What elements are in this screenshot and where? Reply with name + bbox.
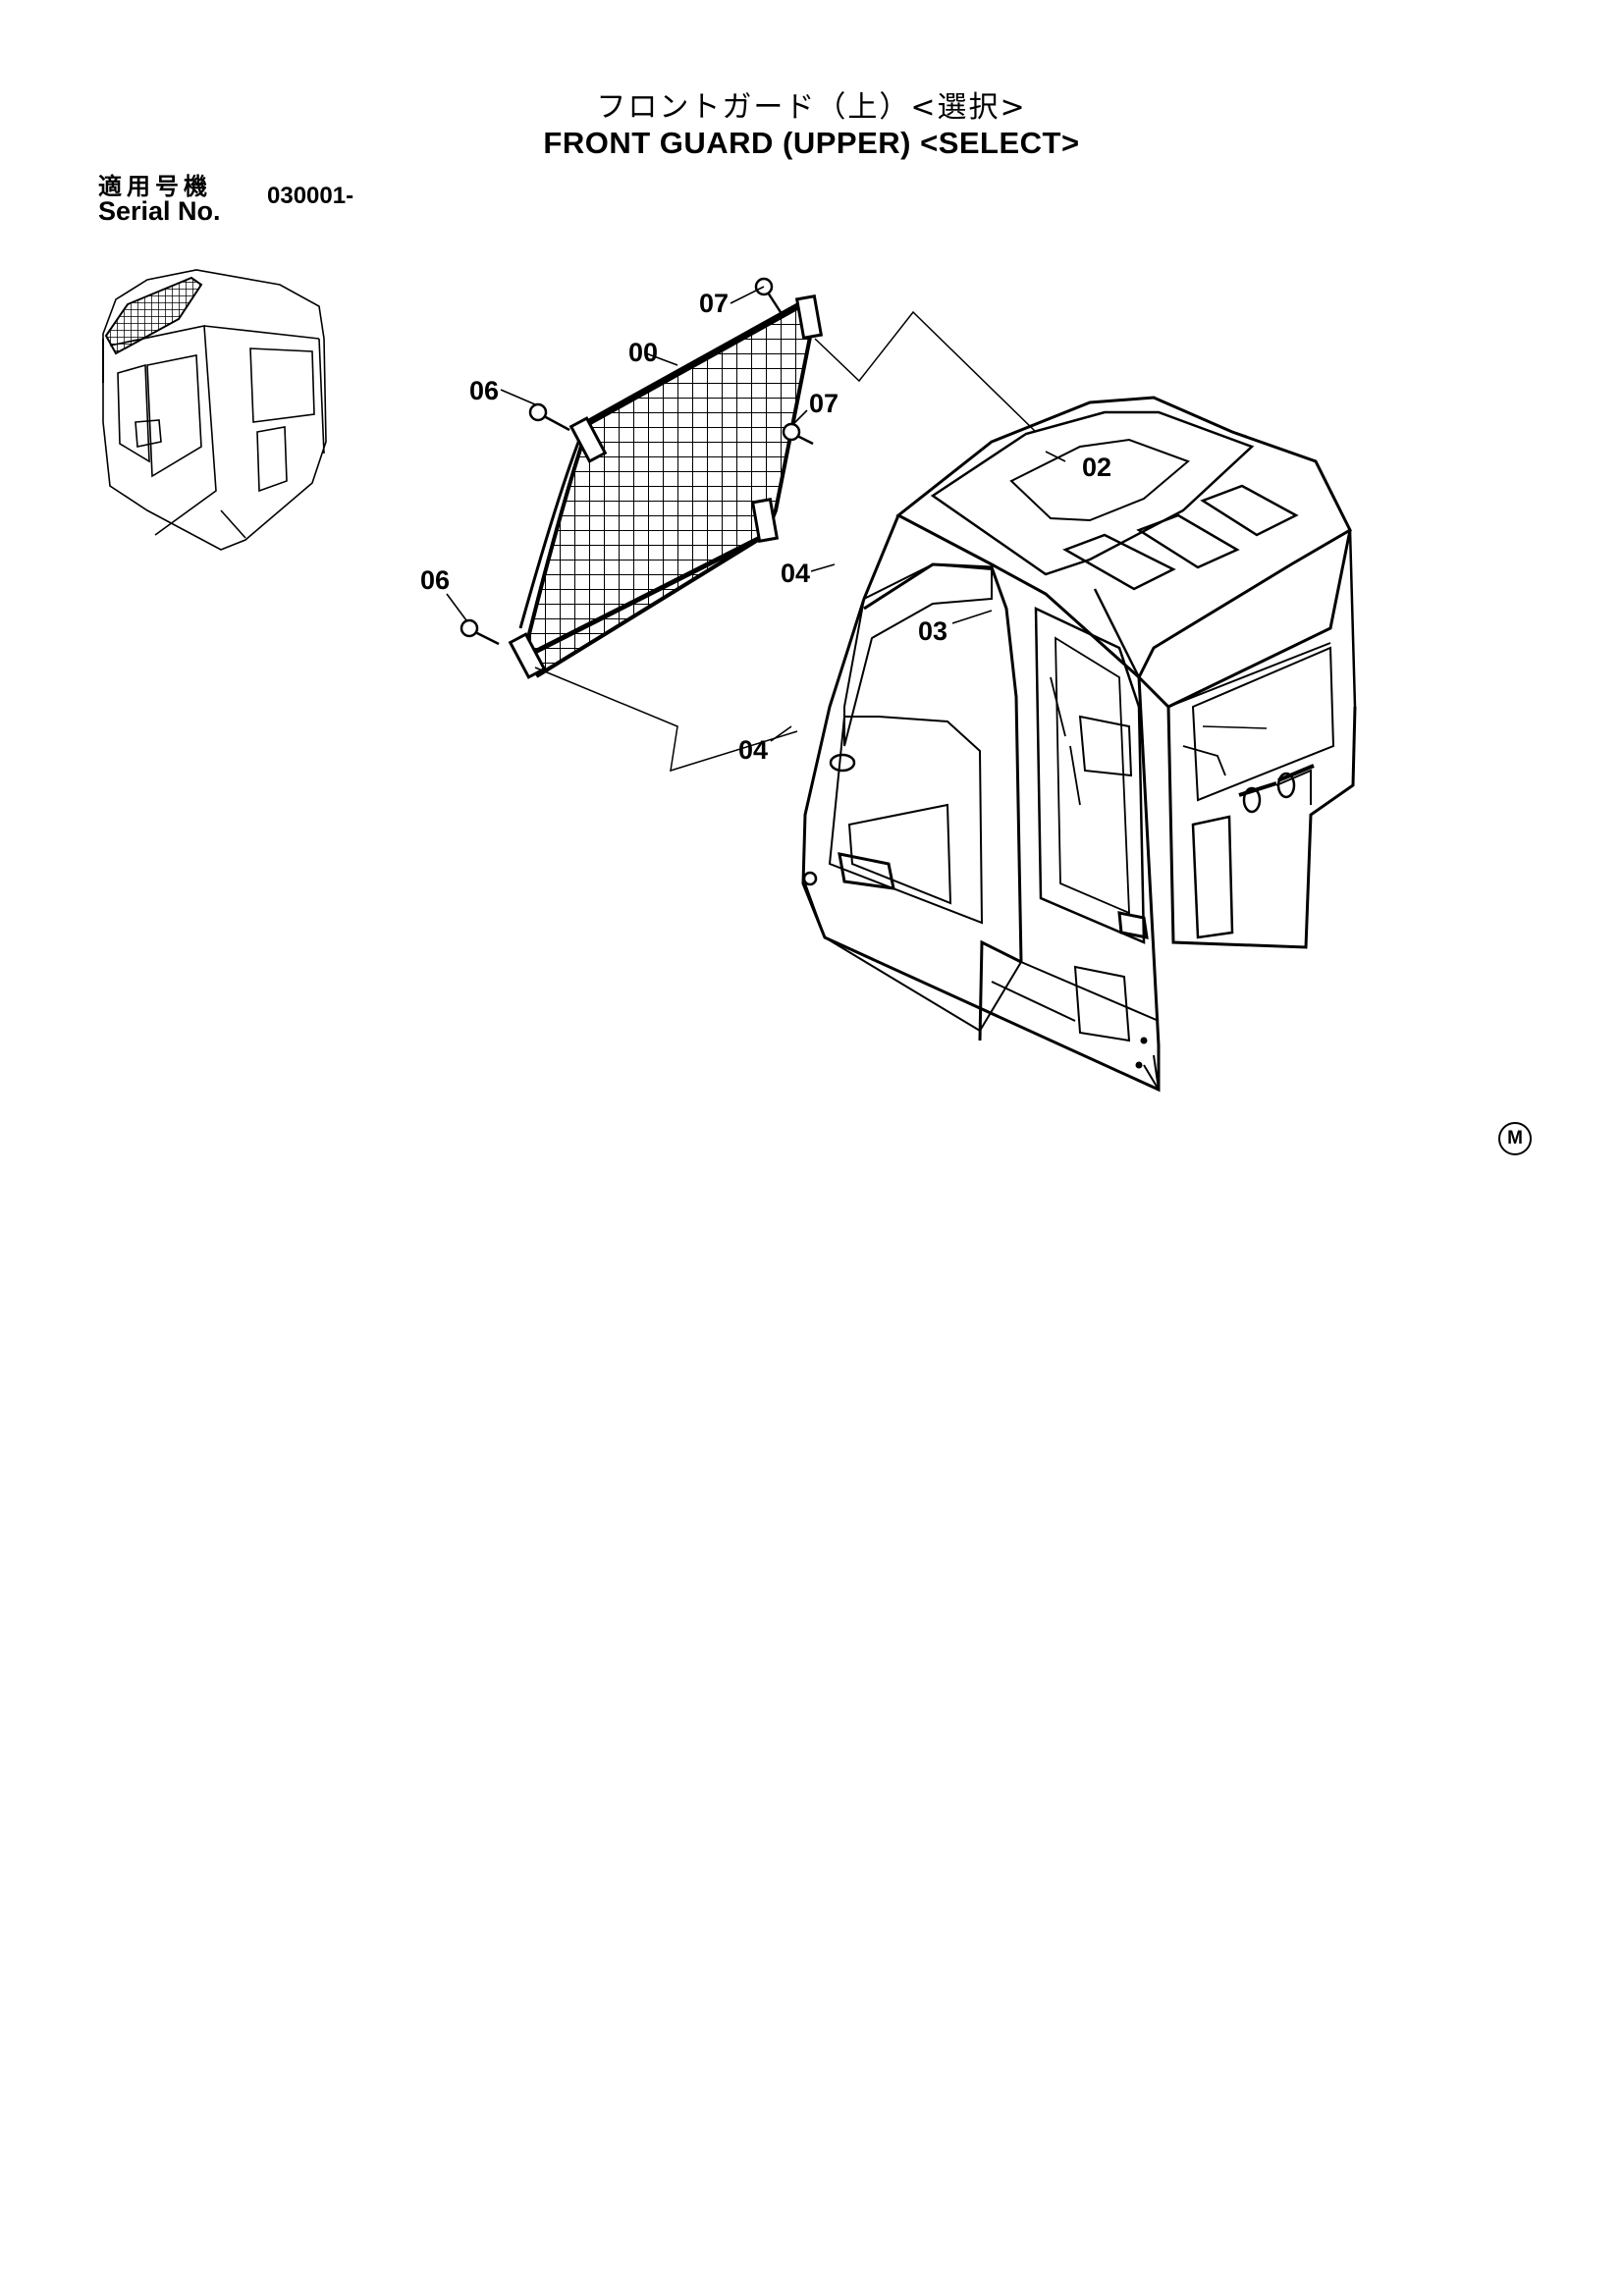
title-english: FRONT GUARD (UPPER) <SELECT> bbox=[543, 126, 1080, 160]
model-mark-symbol: M bbox=[1498, 1122, 1532, 1155]
callout-02: 02 bbox=[1082, 453, 1111, 482]
callout-06-upper: 06 bbox=[469, 376, 499, 405]
cab-body bbox=[801, 396, 1357, 1093]
callout-06-lower: 06 bbox=[420, 565, 450, 595]
thumbnail-guard bbox=[102, 276, 203, 383]
bolt-07-right bbox=[782, 422, 814, 446]
front-guard-mesh bbox=[508, 294, 824, 679]
callout-07-upper: 07 bbox=[699, 289, 729, 318]
callout-00: 00 bbox=[628, 338, 658, 367]
callout-04-lower: 04 bbox=[738, 735, 768, 765]
callout-leaders bbox=[446, 286, 1066, 742]
serial-label-japanese: 適用号機 bbox=[98, 173, 212, 200]
thumbnail-cab bbox=[102, 269, 327, 551]
serial-number-value: 030001- bbox=[267, 183, 354, 209]
title-japanese: フロントガード（上）<選択> bbox=[596, 90, 1027, 125]
callout-07-right: 07 bbox=[809, 389, 839, 418]
callout-04-upper: 04 bbox=[781, 559, 810, 588]
assembly-guide-lines bbox=[534, 310, 1037, 773]
bolt-07-upper bbox=[754, 277, 783, 313]
bolt-06-upper bbox=[528, 402, 570, 432]
serial-label-english: Serial No. bbox=[98, 196, 221, 226]
callout-03: 03 bbox=[918, 616, 947, 646]
bolt-06-lower bbox=[460, 618, 500, 646]
